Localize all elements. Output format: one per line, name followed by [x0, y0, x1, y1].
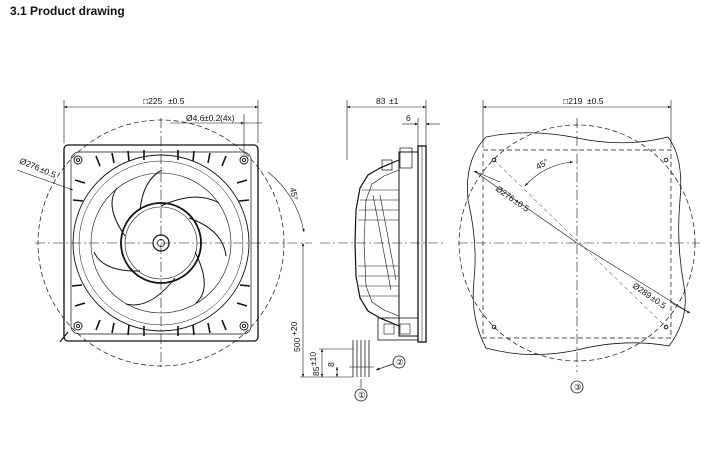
side-dim-wire-end: 8: [326, 362, 336, 367]
cutout-dim-width-tol: ±0.5: [587, 96, 604, 106]
front-view: [35, 118, 312, 368]
front-dim-circle-tol: ±0.5: [38, 164, 57, 180]
front-dim-holes: Ø4.6: [186, 113, 205, 123]
section-title: 3.1 Product drawing: [10, 4, 125, 18]
cutout-angle: 45°: [534, 157, 550, 172]
side-dim-flange: 6: [406, 113, 411, 123]
cutout-dim-diag-tol: ±0.5: [649, 293, 668, 311]
cutout-view: [458, 118, 700, 394]
side-dim-strip-tol: ±10: [308, 352, 318, 366]
cutout-dim-circle-tol: ±0.5: [512, 196, 531, 214]
mounting-hole: [239, 321, 249, 331]
front-dim-holes-tol: ±0.2: [204, 113, 221, 123]
side-dim-depth: 83: [376, 96, 386, 106]
side-dim-cable-tol: +20: [289, 321, 299, 336]
front-dim-circle: Ø276: [18, 156, 41, 173]
side-marker-2: ②: [396, 357, 404, 367]
front-dim-holes-qty: (4x): [220, 113, 235, 123]
cutout-dim-width: □219: [563, 96, 583, 106]
mounting-hole: [239, 155, 249, 165]
front-dim-width-tol: ±0.5: [168, 96, 185, 106]
side-dim-strip: 85: [311, 366, 321, 376]
side-dim-cable: 500: [292, 338, 302, 352]
side-view: [320, 145, 445, 402]
front-angle: 45°: [288, 187, 300, 201]
mounting-hole: [73, 155, 83, 165]
mounting-hole: [73, 321, 83, 331]
cutout-marker-3: ③: [574, 382, 582, 392]
front-dim-width: □225: [143, 96, 163, 106]
side-marker-1: ①: [358, 390, 366, 400]
side-dim-depth-tol: ±1: [389, 96, 399, 106]
